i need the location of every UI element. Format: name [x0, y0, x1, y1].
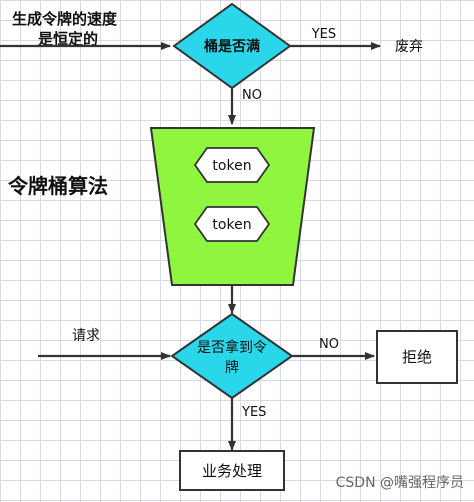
token-bucket-title: 令牌桶算法	[8, 174, 108, 198]
discard-label: 废弃	[395, 39, 423, 55]
yes-label-full: YES	[311, 27, 336, 42]
yes-label-token: YES	[241, 405, 266, 420]
get-token-question-line-1: 是否拿到令	[197, 339, 267, 356]
process-box	[179, 450, 285, 491]
rate-text-line-2: 是恒定的	[37, 30, 98, 48]
reject-box	[376, 330, 458, 384]
bucket-full-question: 桶是否满	[204, 38, 260, 55]
token-label-bottom: token	[212, 217, 251, 233]
csdn-watermark: CSDN @嘴强程序员	[336, 475, 464, 491]
no-label-full: NO	[242, 88, 262, 103]
rate-text-line-1: 生成令牌的速度	[12, 10, 118, 28]
get-token-decision-diamond	[170, 312, 294, 400]
reject-label: 拒绝	[402, 348, 432, 366]
get-token-question-line-2: 牌	[225, 359, 239, 376]
token-hexagon-top	[193, 147, 271, 183]
token-label-top: token	[212, 158, 251, 174]
no-label-token: NO	[319, 337, 339, 352]
process-label: 业务处理	[202, 462, 262, 480]
request-label: 请求	[72, 328, 100, 344]
token-hexagon-bottom	[193, 206, 271, 242]
